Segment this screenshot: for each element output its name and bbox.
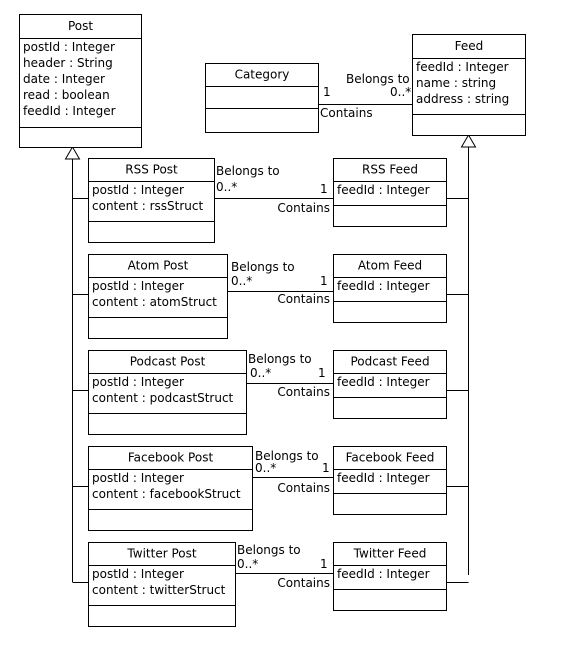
podcast-post-class: Podcast Post postId : Integer content : po… <box>88 350 247 435</box>
post-class: Post postId : Integer header : String date … <box>19 14 142 148</box>
rss-feed-class-box <box>333 158 447 227</box>
facebook-post-attribute: postId : Integer <box>92 471 184 485</box>
atom-feed-class: Atom Feed feedId : Integer <box>333 254 447 323</box>
connectors-layer <box>64 104 477 583</box>
rss-post-class-name: RSS Post <box>125 163 178 177</box>
twitter-contains-label: Contains <box>277 576 330 590</box>
twitter-post-class-name: Twitter Post <box>126 547 196 561</box>
facebook-feed-class-name: Facebook Feed <box>346 451 435 465</box>
category-feed-belongs-to-label: Belongs to <box>346 72 410 86</box>
facebook-post-attribute: content : facebookStruct <box>92 487 241 501</box>
podcast-source-multiplicity: 0..* <box>250 366 271 380</box>
post-attribute: postId : Integer <box>23 40 115 54</box>
category-feed-target-multiplicity: 0..* <box>390 85 411 99</box>
podcast-feed-class-name: Podcast Feed <box>350 355 429 369</box>
twitter-source-multiplicity: 0..* <box>237 557 258 571</box>
atom-feed-attribute: feedId : Integer <box>337 279 430 293</box>
rss-belongs-to-label: Belongs to <box>216 164 280 178</box>
category-feed-contains-label: Contains <box>320 106 373 120</box>
rss-post-class: RSS Post postId : Integer content : rssStr… <box>88 158 215 243</box>
facebook-post-class-box <box>88 446 253 531</box>
twitter-feed-attribute: feedId : Integer <box>337 567 430 581</box>
podcast-feed-class: Podcast Feed feedId : Integer <box>333 350 447 419</box>
rss-target-multiplicity: 1 <box>320 182 328 196</box>
podcast-target-multiplicity: 1 <box>318 366 326 380</box>
twitter-post-class: Twitter Post postId : Integer content : tw… <box>88 542 236 627</box>
feed-class-box <box>412 34 526 136</box>
atom-feed-class-box <box>333 254 447 323</box>
rss-post-class-box <box>88 158 215 243</box>
facebook-feed-attribute: feedId : Integer <box>337 471 430 485</box>
post-attribute: feedId : Integer <box>23 104 116 118</box>
twitter-post-attribute: content : twitterStruct <box>92 583 226 597</box>
rss-feed-attribute: feedId : Integer <box>337 183 430 197</box>
post-attribute: header : String <box>23 56 113 70</box>
facebook-contains-label: Contains <box>277 481 330 495</box>
atom-post-class-name: Atom Post <box>128 259 189 273</box>
atom-contains-label: Contains <box>277 292 330 306</box>
rss-post-attribute: postId : Integer <box>92 183 184 197</box>
facebook-post-class-name: Facebook Post <box>128 451 214 465</box>
facebook-feed-class-box <box>333 446 447 515</box>
feed-inheritance-arrowhead <box>460 134 477 148</box>
atom-post-class-box <box>88 254 228 339</box>
rss-source-multiplicity: 0..* <box>216 180 237 194</box>
atom-source-multiplicity: 0..* <box>231 274 252 288</box>
facebook-target-multiplicity: 1 <box>322 461 330 475</box>
twitter-feed-class-box <box>333 542 447 611</box>
podcast-post-class-box <box>88 350 247 435</box>
feed-attribute: feedId : Integer <box>416 60 509 74</box>
post-inheritance-arrowhead <box>64 146 81 160</box>
atom-target-multiplicity: 1 <box>320 274 328 288</box>
category-class-box <box>205 63 319 133</box>
rss-contains-label: Contains <box>277 201 330 215</box>
post-generalization <box>64 146 89 583</box>
post-class-box <box>19 14 142 148</box>
twitter-feed-class-name: Twitter Feed <box>353 547 427 561</box>
post-class-name: Post <box>68 19 93 33</box>
facebook-feed-class: Facebook Feed feedId : Integer <box>333 446 447 515</box>
atom-post-attribute: postId : Integer <box>92 279 184 293</box>
feed-class: Feed feedId : Integer name : string address… <box>412 34 526 136</box>
atom-post-class: Atom Post postId : Integer content : atomS… <box>88 254 228 339</box>
feed-generalization <box>446 134 477 583</box>
podcast-belongs-to-label: Belongs to <box>248 352 312 366</box>
atom-feed-class-name: Atom Feed <box>358 259 422 273</box>
category-class: Category <box>205 63 319 133</box>
podcast-post-attribute: postId : Integer <box>92 375 184 389</box>
rss-feed-class: RSS Feed feedId : Integer <box>333 158 447 227</box>
atom-belongs-to-label: Belongs to <box>231 260 295 274</box>
podcast-contains-label: Contains <box>277 385 330 399</box>
podcast-feed-class-box <box>333 350 447 419</box>
feed-attribute: name : string <box>416 76 496 90</box>
podcast-feed-attribute: feedId : Integer <box>337 375 430 389</box>
rss-post-attribute: content : rssStruct <box>92 199 204 213</box>
post-attribute: read : boolean <box>23 88 110 102</box>
rss-feed-class-name: RSS Feed <box>362 163 418 177</box>
feed-class-name: Feed <box>455 39 484 53</box>
podcast-post-attribute: content : podcastStruct <box>92 391 234 405</box>
facebook-belongs-to-label: Belongs to <box>255 449 319 463</box>
category-class-name: Category <box>235 68 290 82</box>
facebook-post-class: Facebook Post postId : Integer content : f… <box>88 446 253 531</box>
post-attribute: date : Integer <box>23 72 105 86</box>
podcast-post-class-name: Podcast Post <box>130 355 206 369</box>
twitter-feed-class: Twitter Feed feedId : Integer <box>333 542 447 611</box>
classes-layer: Post postId : Integer header : String date … <box>19 14 526 627</box>
atom-post-attribute: content : atomStruct <box>92 295 217 309</box>
twitter-belongs-to-label: Belongs to <box>237 543 301 557</box>
twitter-post-attribute: postId : Integer <box>92 567 184 581</box>
twitter-target-multiplicity: 1 <box>320 557 328 571</box>
twitter-post-class-box <box>88 542 236 627</box>
facebook-source-multiplicity: 0..* <box>255 461 276 475</box>
category-feed-source-multiplicity: 1 <box>323 85 331 99</box>
feed-attribute: address : string <box>416 92 509 106</box>
